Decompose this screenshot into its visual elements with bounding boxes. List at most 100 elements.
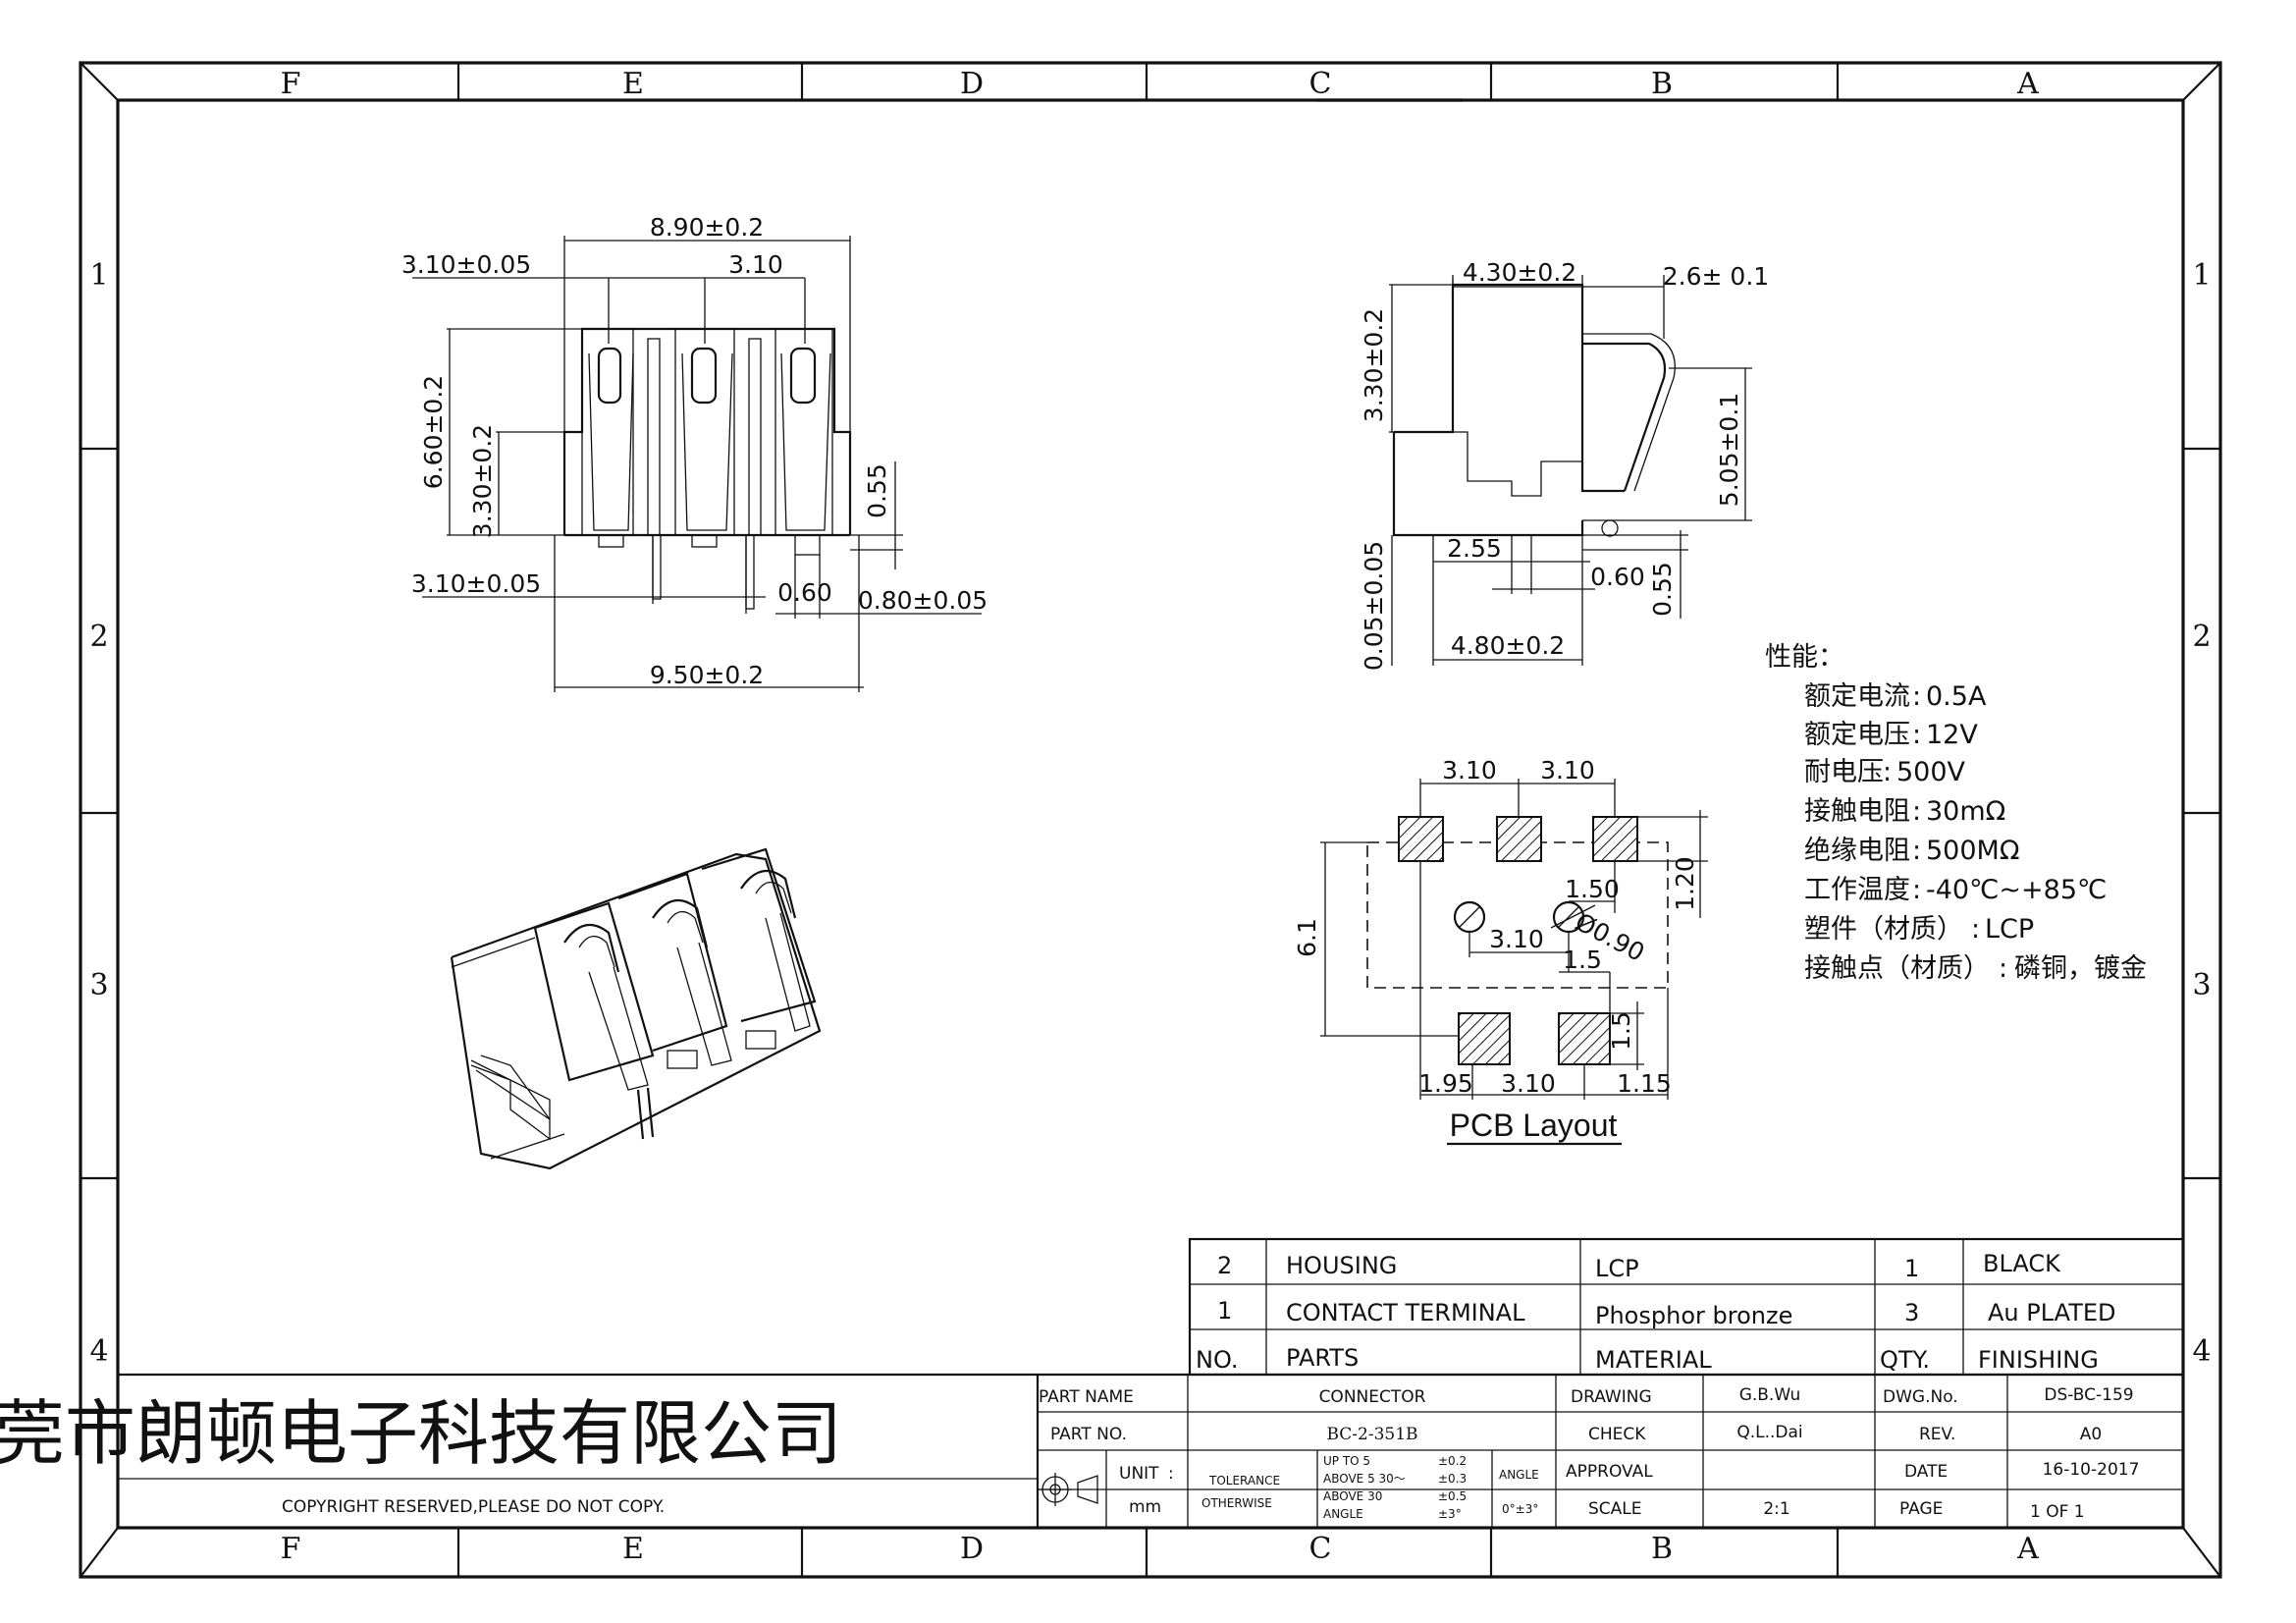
- zone-row-2-left: 2: [89, 620, 108, 654]
- zone-col-e-top: E: [622, 67, 644, 101]
- zone-row-2-right: 2: [2192, 620, 2211, 654]
- dim-side-spring-height: 5.05±0.1: [1715, 393, 1743, 507]
- pcb-dim-pitch-b: 3.10: [1540, 756, 1595, 784]
- spec-colon: :: [1971, 914, 1980, 945]
- pcb-dim-bottom-right: 1.15: [1617, 1069, 1672, 1098]
- spec-colon: :: [1912, 681, 1921, 712]
- spec-item-rated-voltage: 额定电压 : 12V: [1804, 720, 1978, 750]
- spec-label: 接触电阻: [1804, 796, 1910, 827]
- zone-row-4-right: 4: [2192, 1334, 2211, 1369]
- zone-col-e-bottom: E: [622, 1532, 644, 1566]
- part-no-label: PART NO.: [1050, 1425, 1127, 1444]
- spec-label: 塑件（材质）: [1804, 914, 1963, 945]
- spec-colon: :: [1912, 796, 1921, 827]
- dim-front-pitch: 3.10: [728, 250, 783, 279]
- pcb-pad-2: [1496, 816, 1542, 862]
- front-contact-1: [581, 328, 634, 536]
- front-contact-3: [774, 328, 833, 536]
- check-label: CHECK: [1588, 1425, 1646, 1444]
- tolerance-label: TOLERANCE: [1208, 1474, 1280, 1488]
- page-value: 1 OF 1: [2030, 1502, 2085, 1522]
- zone-row-3-left: 3: [89, 968, 108, 1002]
- unit-label: UNIT: [1119, 1464, 1159, 1484]
- pcb-dim-offset: 1.5: [1563, 946, 1602, 974]
- spec-item-contact-material: 接触点（材质） : 磷铜，镀金: [1804, 953, 2147, 984]
- tol-range: ABOVE 5 30～: [1323, 1472, 1406, 1486]
- dwg-no-value: DS-BC-159: [2044, 1385, 2133, 1405]
- rev-label: REV.: [1919, 1425, 1955, 1444]
- spec-colon: :: [1912, 875, 1921, 905]
- spec-colon: :: [1999, 953, 2007, 984]
- spec-colon: :: [1883, 757, 1892, 787]
- dim-side-body-width: 4.30±0.2: [1463, 258, 1576, 287]
- tol-range: UP TO 5: [1323, 1454, 1370, 1468]
- dim-side-pin-w: 0.60: [1590, 563, 1645, 591]
- pcb-dim-pitch-a: 3.10: [1442, 756, 1497, 784]
- pcb-pad-3: [1592, 816, 1638, 862]
- tol-value: ±0.3: [1438, 1472, 1467, 1486]
- otherwise-label: OTHERWISE: [1201, 1496, 1272, 1510]
- spec-label: 绝缘电阻: [1804, 836, 1910, 866]
- spec-value: 0.5A: [1926, 681, 1987, 712]
- spec-item-insulation-resistance: 绝缘电阻 : 500MΩ: [1804, 836, 2019, 866]
- tolerance-table: UP TO 5 ±0.2 ABOVE 5 30～ ±0.3 ABOVE 30 ±…: [1323, 1454, 1467, 1521]
- unit-colon: :: [1168, 1464, 1174, 1484]
- spec-value: 12V: [1926, 720, 1978, 750]
- copyright-notice: COPYRIGHT RESERVED,PLEASE DO NOT COPY.: [282, 1497, 665, 1517]
- spec-item-rated-current: 额定电流 : 0.5A: [1804, 681, 1987, 712]
- bom-header-parts: PARTS: [1286, 1344, 1359, 1372]
- pcb-pad-4: [1458, 1012, 1511, 1065]
- pcb-dim-bottom-mid: 3.10: [1501, 1069, 1556, 1098]
- pcb-hole-2: [1552, 900, 1585, 934]
- angle-value: 0°±3°: [1502, 1502, 1538, 1516]
- zone-row-3-right: 3: [2192, 968, 2211, 1002]
- drawing-label: DRAWING: [1571, 1387, 1652, 1407]
- spec-colon: :: [1912, 836, 1921, 866]
- dim-front-pitch-left: 3.10±0.05: [401, 250, 531, 279]
- zone-col-c-top: C: [1309, 67, 1332, 101]
- bom-material: LCP: [1595, 1255, 1639, 1282]
- bom-finishing: Au PLATED: [1988, 1299, 2116, 1326]
- bom-qty: 3: [1904, 1299, 1919, 1326]
- tol-range: ANGLE: [1323, 1507, 1363, 1521]
- tol-value: ±3°: [1438, 1507, 1462, 1521]
- date-value: 16-10-2017: [2043, 1460, 2140, 1480]
- dim-side-pin-pos: 2.55: [1447, 534, 1502, 563]
- spec-value: 30mΩ: [1926, 796, 2005, 827]
- bom-header: NO. PARTS MATERIAL QTY. FINISHING: [1196, 1344, 2099, 1374]
- scale-label: SCALE: [1588, 1499, 1642, 1519]
- zone-col-a-top: A: [2016, 67, 2039, 101]
- isometric-view: [450, 847, 822, 1170]
- zone-col-c-bottom: C: [1309, 1532, 1332, 1566]
- pcb-dim-pad-low: 1.5: [1607, 1011, 1635, 1051]
- spec-item-contact-resistance: 接触电阻 : 30mΩ: [1804, 796, 2005, 827]
- pcb-hole-1: [1453, 900, 1486, 934]
- page-label: PAGE: [1899, 1499, 1943, 1519]
- angle-label: ANGLE: [1499, 1468, 1539, 1482]
- tol-value: ±0.2: [1438, 1454, 1467, 1468]
- bom-header-material: MATERIAL: [1595, 1346, 1712, 1374]
- check-value: Q.L..Dai: [1736, 1423, 1802, 1442]
- bom-header-finishing: FINISHING: [1978, 1346, 2099, 1374]
- projection-symbol-icon: [1039, 1473, 1098, 1506]
- bom-header-no: NO.: [1196, 1346, 1239, 1374]
- front-contact-2: [674, 328, 735, 536]
- part-name-value: CONNECTOR: [1319, 1387, 1426, 1407]
- approval-label: APPROVAL: [1566, 1462, 1653, 1482]
- company-name: 东莞市朗顿电子科技有限公司: [0, 1392, 842, 1475]
- zone-row-4-left: 4: [89, 1334, 108, 1369]
- zone-col-b-bottom: B: [1651, 1532, 1673, 1566]
- dwg-no-label: DWG.No.: [1883, 1387, 1958, 1407]
- side-view: 4.30±0.2 2.6± 0.1 3.30±0.2 5.05±0.1 2.55…: [1360, 258, 1769, 671]
- dim-side-base-width: 4.80±0.2: [1451, 631, 1565, 660]
- spec-item-operating-temperature: 工作温度 : -40℃~+85℃: [1804, 875, 2107, 905]
- pcb-dim-hole-dx: 1.50: [1565, 875, 1620, 903]
- part-name-label: PART NAME: [1039, 1387, 1134, 1407]
- bom-header-qty: QTY.: [1880, 1346, 1930, 1374]
- bom-row-contact-terminal: 1 CONTACT TERMINAL Phosphor bronze 3 Au …: [1217, 1297, 2116, 1329]
- date-label: DATE: [1904, 1462, 1948, 1482]
- part-no-value: BC-2-351B: [1326, 1425, 1417, 1444]
- pcb-layout: 3.10 3.10 1.20 1.50 Ø0.90 3.10 6.1 1.5 1…: [1293, 756, 1708, 1146]
- spec-value: -40℃~+85℃: [1926, 875, 2107, 905]
- spec-item-withstand-voltage: 耐电压 : 500V: [1804, 757, 1966, 787]
